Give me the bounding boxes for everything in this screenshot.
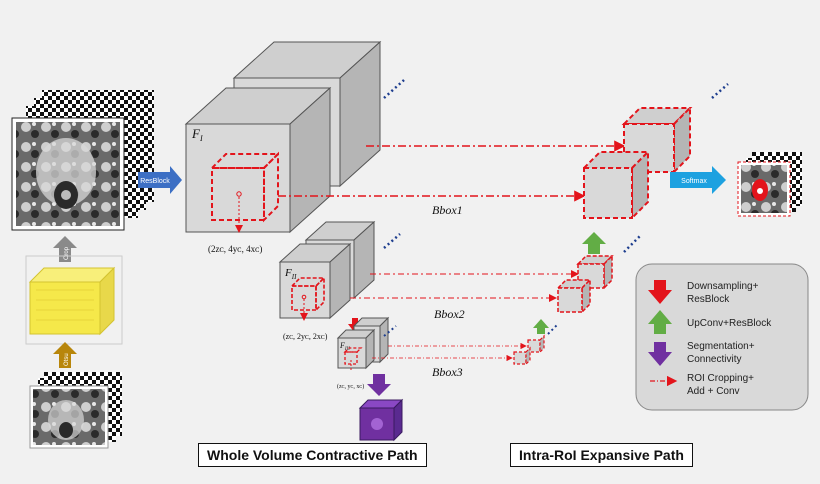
- crop-arrow: Crop: [53, 236, 77, 262]
- legend-purple-arrow-icon: [648, 342, 672, 366]
- f1-label: FI: [191, 126, 203, 143]
- continuation-dots-exp1: [711, 83, 729, 99]
- bbox1-label: Bbox1: [432, 203, 463, 217]
- otsu-mask-volume: [25, 255, 123, 345]
- contractive-path-label: Whole Volume Contractive Path: [198, 443, 427, 467]
- feature-cube-f1-front: [184, 86, 332, 234]
- roi-cube-f2: [290, 276, 326, 321]
- resblock-label: ResBlock: [140, 178, 170, 185]
- continuation-dots-exp2: [623, 235, 641, 253]
- otsu-arrow: Otsu: [53, 342, 77, 368]
- upconv-arrow-1: [582, 232, 606, 254]
- input-mri-stack: [11, 90, 154, 231]
- roi-cube-f1: [209, 151, 281, 233]
- softmax-arrow: Softmax: [670, 166, 726, 194]
- bottom-mri-stack: [29, 372, 122, 449]
- segmentation-arrow: [367, 374, 391, 396]
- upconv-arrow-2: [533, 319, 549, 334]
- expansive-cube-2-front: [556, 278, 592, 314]
- f2-label: FII: [284, 267, 297, 281]
- expansive-cube-3: [513, 334, 545, 366]
- coord-f2: (zᴄ, 2yᴄ, 2xᴄ): [283, 332, 328, 341]
- expansive-cube-1-front: [581, 149, 651, 221]
- coord-f3: (zᴄ, yᴄ, xᴄ): [337, 383, 364, 390]
- legend-item-1-line2: ResBlock: [687, 294, 730, 305]
- legend-red-arrow-icon: [648, 280, 672, 304]
- roi-cube-f3: [343, 347, 363, 370]
- legend-item-3-line1: Segmentation+: [687, 341, 755, 352]
- legend-item-3-line2: Connectivity: [687, 354, 741, 365]
- feature-cube-f3-front: [336, 328, 376, 370]
- expansive-path-label: Intra-RoI Expansive Path: [510, 443, 693, 467]
- continuation-dots-f2: [383, 233, 401, 249]
- otsu-label: Otsu: [64, 353, 70, 366]
- continuation-dots-exp3: [547, 323, 559, 335]
- feature-cube-f2-front: [278, 242, 352, 320]
- bbox2-label: Bbox2: [434, 307, 465, 321]
- expansive-cube-2-back: [576, 254, 614, 290]
- coord-f1: (2zᴄ, 4yᴄ, 4xᴄ): [208, 244, 262, 254]
- f3-label: FIII: [339, 341, 350, 352]
- legend-item-4-line1: ROI Cropping+: [687, 373, 754, 384]
- bbox3-label: Bbox3: [432, 365, 463, 379]
- segmentation-output-cube: [358, 398, 404, 442]
- legend-item-1-line1: Downsampling+: [687, 281, 759, 292]
- resblock-arrow: ResBlock: [138, 166, 182, 194]
- legend-item-2-line1: UpConv+ResBlock: [687, 318, 772, 329]
- continuation-dots-f1: [383, 79, 405, 99]
- roi-crop-lines: [278, 140, 626, 362]
- crop-label: Crop: [64, 246, 70, 260]
- legend-green-arrow-icon: [648, 310, 672, 334]
- output-segmentation-stack: [737, 152, 802, 217]
- legend: Downsampling+ ResBlock UpConv+ResBlock S…: [635, 263, 809, 411]
- softmax-label: Softmax: [681, 178, 707, 185]
- legend-item-4-line2: Add + Conv: [687, 386, 740, 397]
